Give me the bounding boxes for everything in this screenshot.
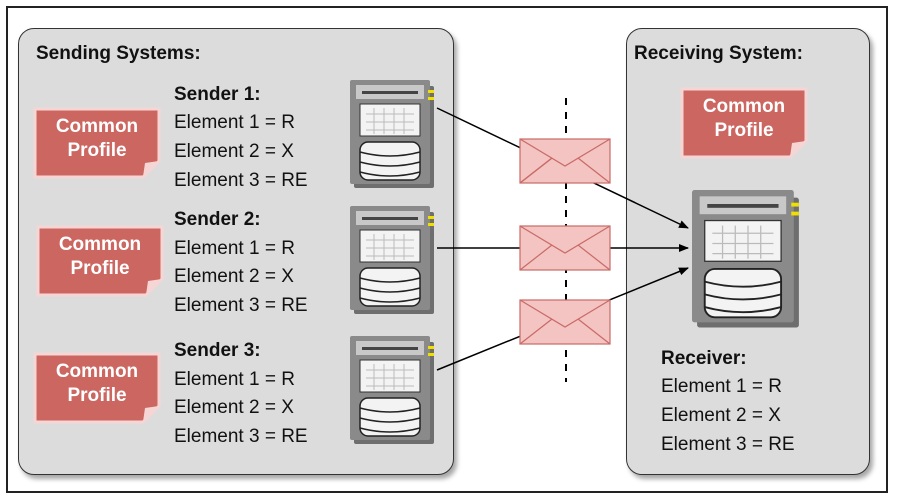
sender-1-element-1: Element 1 = R <box>174 112 295 133</box>
sender-2-server-icon <box>350 206 434 314</box>
profile-note-icon <box>33 107 161 179</box>
profile-label-line1: Common <box>702 96 786 117</box>
envelope-icon-2 <box>519 225 611 271</box>
sender-2-element-2: Element 2 = X <box>174 266 294 287</box>
profile-label-line1: Common <box>55 361 139 382</box>
sender-1-server-icon <box>350 80 434 188</box>
sender-2-element-3: Element 3 = RE <box>174 295 308 316</box>
common-profile-note-sender-2: Common Profile <box>36 225 164 297</box>
profile-note-icon <box>36 225 164 297</box>
profile-label-line2: Profile <box>70 258 130 279</box>
envelope-icon-1 <box>519 138 611 184</box>
receiver-element-3: Element 3 = RE <box>661 434 795 455</box>
profile-note-icon <box>33 352 161 424</box>
sender-1-title: Sender 1: <box>174 84 261 105</box>
sender-3-element-1: Element 1 = R <box>174 369 295 390</box>
sending-systems-title: Sending Systems: <box>36 43 201 64</box>
profile-label-line2: Profile <box>67 385 127 406</box>
profile-label-line2: Profile <box>714 120 774 141</box>
profile-note-icon <box>680 87 808 159</box>
sender-2-element-1: Element 1 = R <box>174 238 295 259</box>
receiver-title: Receiver: <box>661 348 747 369</box>
common-profile-note-receiver: Common Profile <box>680 87 808 159</box>
sender-3-title: Sender 3: <box>174 340 261 361</box>
receiving-system-title: Receiving System: <box>634 43 803 64</box>
common-profile-note-sender-3: Common Profile <box>33 352 161 424</box>
sender-3-element-2: Element 2 = X <box>174 397 294 418</box>
sender-3-server-icon <box>350 336 434 444</box>
sender-1-element-3: Element 3 = RE <box>174 170 308 191</box>
receiver-element-1: Element 1 = R <box>661 376 782 397</box>
sender-1-element-2: Element 2 = X <box>174 141 294 162</box>
receiver-element-2: Element 2 = X <box>661 405 781 426</box>
receiver-server-icon <box>692 190 799 328</box>
common-profile-note-sender-1: Common Profile <box>33 107 161 179</box>
sender-2-title: Sender 2: <box>174 209 261 230</box>
profile-label-line1: Common <box>58 234 142 255</box>
sender-3-element-3: Element 3 = RE <box>174 426 308 447</box>
profile-label-line2: Profile <box>67 140 127 161</box>
profile-label-line1: Common <box>55 116 139 137</box>
envelope-icon-3 <box>519 299 611 345</box>
